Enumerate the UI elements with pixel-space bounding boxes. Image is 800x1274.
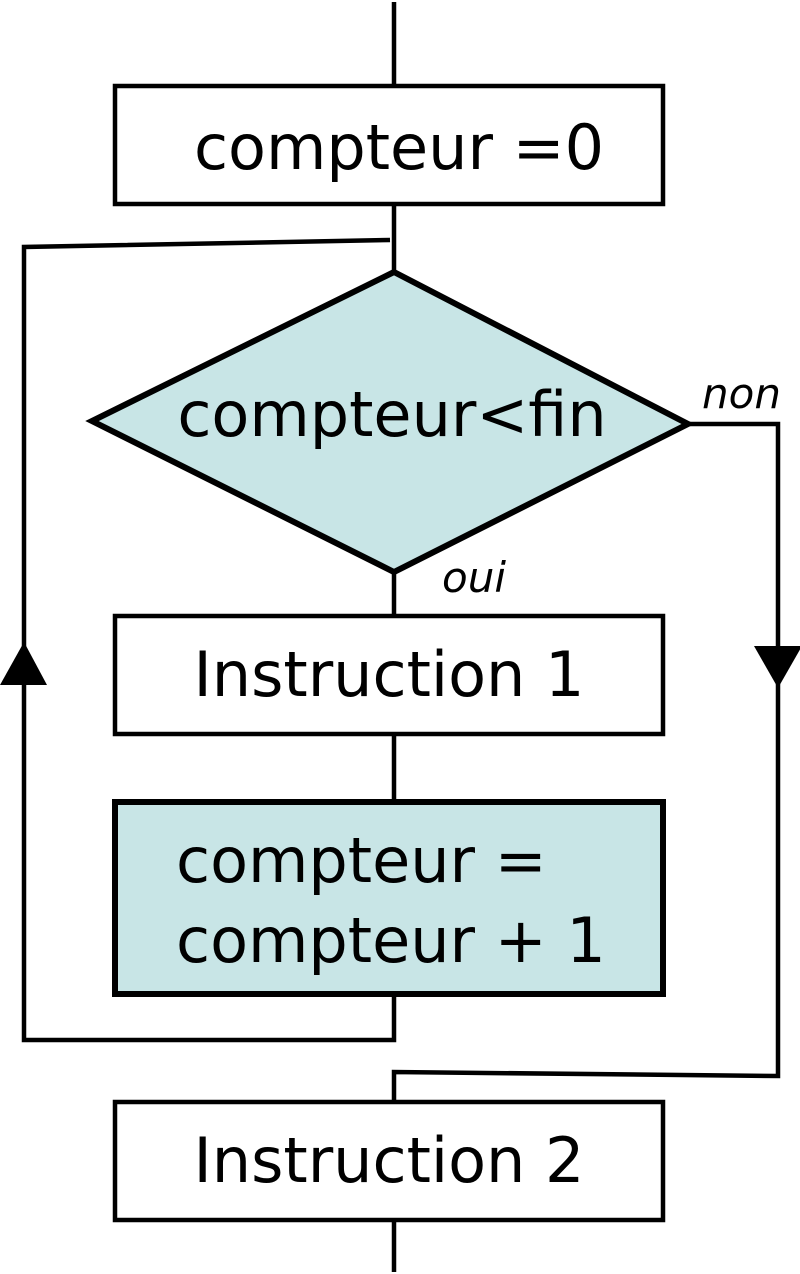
instruction1-box [112,613,666,737]
loop-arrow-up-icon [0,642,47,685]
loop-back-line [21,237,397,1043]
condition-label: compteur<fin [177,378,606,451]
init-label: compteur =0 [194,111,604,184]
exit-arrow-down-icon [754,646,800,688]
instruction2-box [112,1099,666,1223]
instruction2-label: Instruction 2 [194,1124,585,1197]
increment-label-line2: compteur + 1 [176,904,606,977]
exit-line [391,421,781,1102]
increment-label-line1: compteur = [176,824,547,897]
instruction1-label: Instruction 1 [194,638,585,711]
condition-diamond [85,268,695,576]
yes-label: oui [442,553,506,602]
init-box [112,83,666,207]
no-label: non [702,369,781,418]
increment-box [112,799,666,997]
